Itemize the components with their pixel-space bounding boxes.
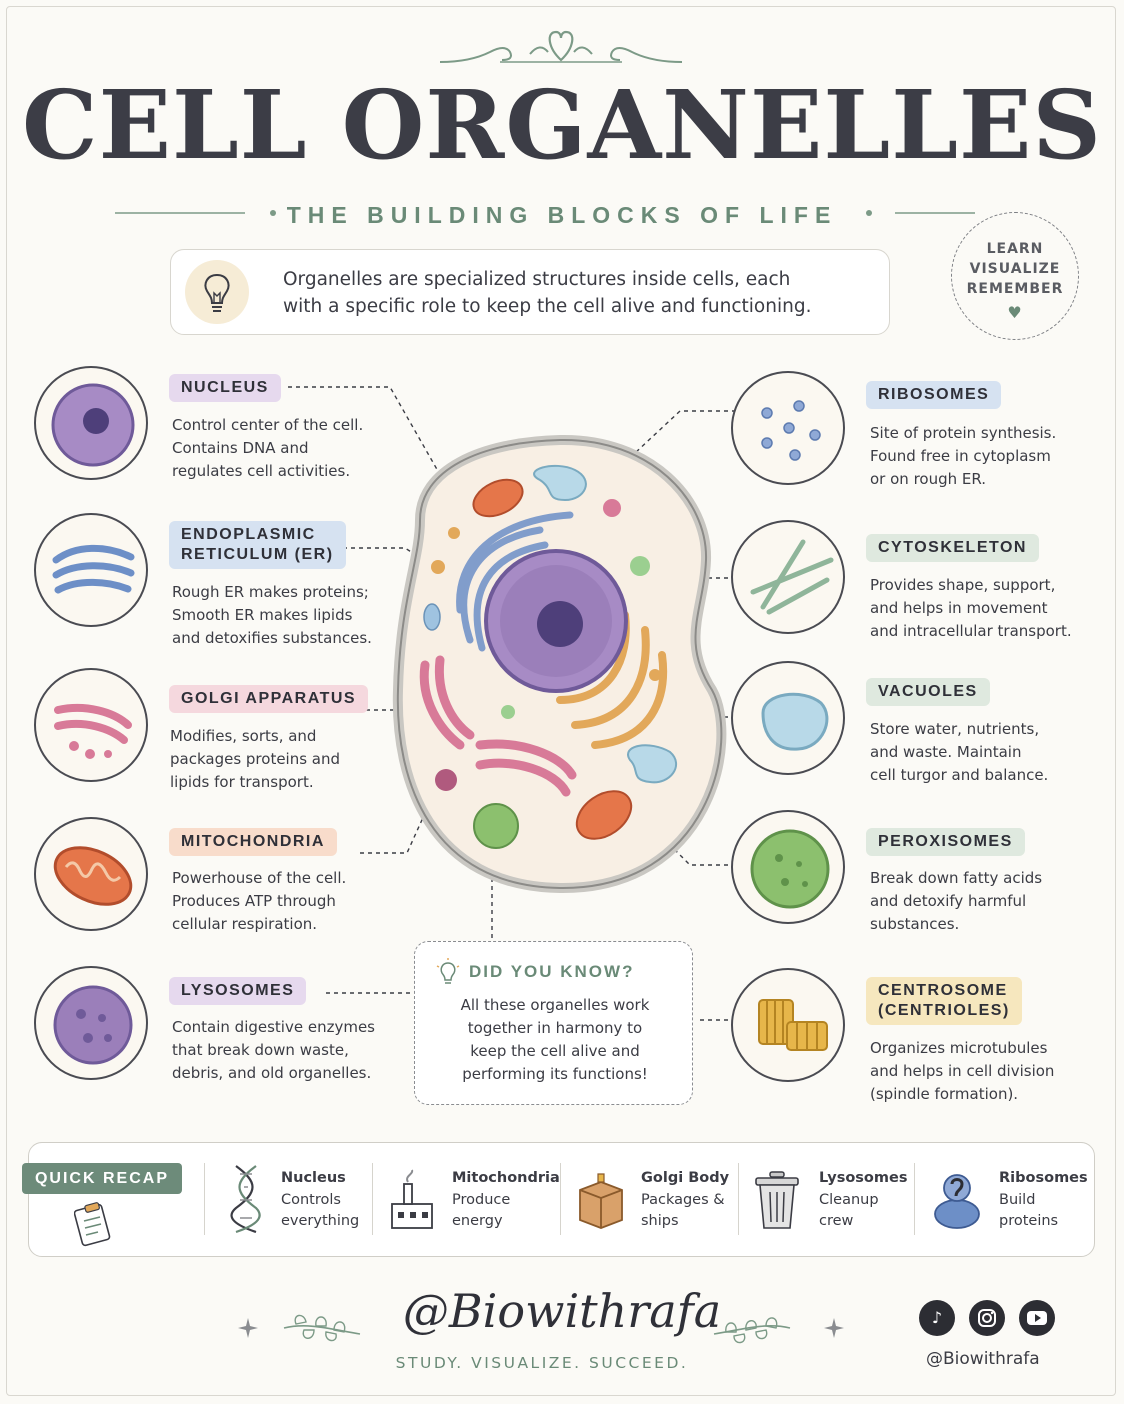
recap-item-ribosomes: Ribosomes Build proteins [999, 1170, 1088, 1229]
tag-cytoskeleton: CYTOSKELETON [866, 534, 1039, 562]
quick-recap-panel [28, 1142, 1095, 1257]
intro-box: Organelles are specialized structures in… [170, 249, 890, 335]
golgi-description: Modifies, sorts, and packages proteins a… [170, 727, 341, 791]
factory-icon [391, 1169, 433, 1229]
heart-ornament-icon [439, 30, 683, 63]
recap-item-lysosomes: Lysosomes Cleanup crew [819, 1170, 908, 1229]
did-you-know-title: DID YOU KNOW? [469, 962, 635, 981]
tag-lysosomes: LYSOSOMES [169, 977, 307, 1005]
centrosome-description: Organizes microtubules and helps in cell… [870, 1039, 1055, 1103]
clipboard-icon [74, 1202, 111, 1247]
endoplasmic-reticulum-image [34, 513, 148, 627]
heart-icon: ♥ [1007, 303, 1023, 322]
ribosome-icon [934, 1174, 980, 1229]
social-handle[interactable]: @Biowithrafa [926, 1349, 1040, 1369]
cell-diagram [288, 386, 736, 1021]
trash-can-icon [755, 1171, 799, 1229]
lysosome-image [34, 966, 148, 1080]
learn-stamp: LEARN VISUALIZE REMEMBER ♥ [951, 212, 1079, 340]
tag-mitochondria: MITOCHONDRIA [169, 828, 337, 856]
lysosomes-description: Contain digestive enzymes that break dow… [172, 1018, 375, 1082]
mitochondria-image [34, 817, 148, 931]
footer-motto: STUDY. VISUALIZE. SUCCEED. [395, 1354, 689, 1372]
brand-signature: @Biowithrafa [402, 1284, 722, 1338]
page-subtitle: THE BUILDING BLOCKS OF LIFE [286, 202, 838, 228]
lightbulb-icon [436, 958, 460, 984]
lightbulb-icon [185, 260, 249, 324]
did-you-know-text: All these organelles work together in ha… [460, 996, 650, 1083]
nucleus-image [34, 366, 148, 480]
golgi-apparatus-image [34, 668, 148, 782]
cytoskeleton-description: Provides shape, support, and helps in mo… [870, 576, 1072, 640]
tag-ribosomes: RIBOSOMES [866, 381, 1002, 409]
recap-item-mitochondria: Mitochondria Produce energy [452, 1170, 560, 1229]
dna-icon [230, 1165, 261, 1234]
quick-recap-tag: QUICK RECAP [22, 1163, 182, 1194]
ribosomes-description: Site of protein synthesis. Found free in… [870, 424, 1057, 488]
vacuoles-description: Store water, nutrients, and waste. Maint… [870, 720, 1049, 784]
tag-nucleus: NUCLEUS [169, 374, 281, 402]
tag-golgi-apparatus: GOLGI APPARATUS [169, 685, 369, 713]
er-description: Rough ER makes proteins; Smooth ER makes… [172, 583, 372, 647]
instagram-icon[interactable] [969, 1300, 1005, 1336]
leaf-ornament-left-icon [238, 1314, 361, 1342]
ribosomes-image [731, 371, 845, 485]
mitochondria-description: Powerhouse of the cell. Produces ATP thr… [172, 869, 347, 933]
cytoskeleton-image [731, 520, 845, 634]
tag-vacuoles: VACUOLES [866, 678, 990, 706]
did-you-know-box: DID YOU KNOW? All these organelles work … [414, 941, 693, 1105]
youtube-icon[interactable] [1019, 1300, 1055, 1336]
peroxisome-image [731, 810, 845, 924]
recap-item-nucleus: Nucleus Controls everything [281, 1170, 360, 1229]
nucleus-description: Control center of the cell. Contains DNA… [172, 416, 364, 480]
vacuole-image [731, 661, 845, 775]
page-title: CELL ORGANELLES [21, 70, 1103, 181]
peroxisomes-description: Break down fatty acids and detoxify harm… [870, 869, 1043, 933]
recap-item-golgi-body: Golgi Body Packages & ships [641, 1170, 730, 1229]
tiktok-icon[interactable]: ♪ [919, 1300, 955, 1336]
centrosome-image [731, 968, 845, 1082]
tag-peroxisomes: PEROXISOMES [866, 828, 1025, 856]
tag-endoplasmic-reticulum: ENDOPLASMIC RETICULUM (ER) [169, 521, 346, 569]
package-icon [579, 1173, 623, 1229]
leaf-ornament-right-icon [713, 1317, 844, 1344]
tag-centrosome: CENTROSOME (CENTRIOLES) [866, 977, 1022, 1025]
page-frame [6, 6, 1116, 1396]
subtitle-rule [115, 210, 975, 216]
intro-text: Organelles are specialized structures in… [283, 269, 812, 317]
